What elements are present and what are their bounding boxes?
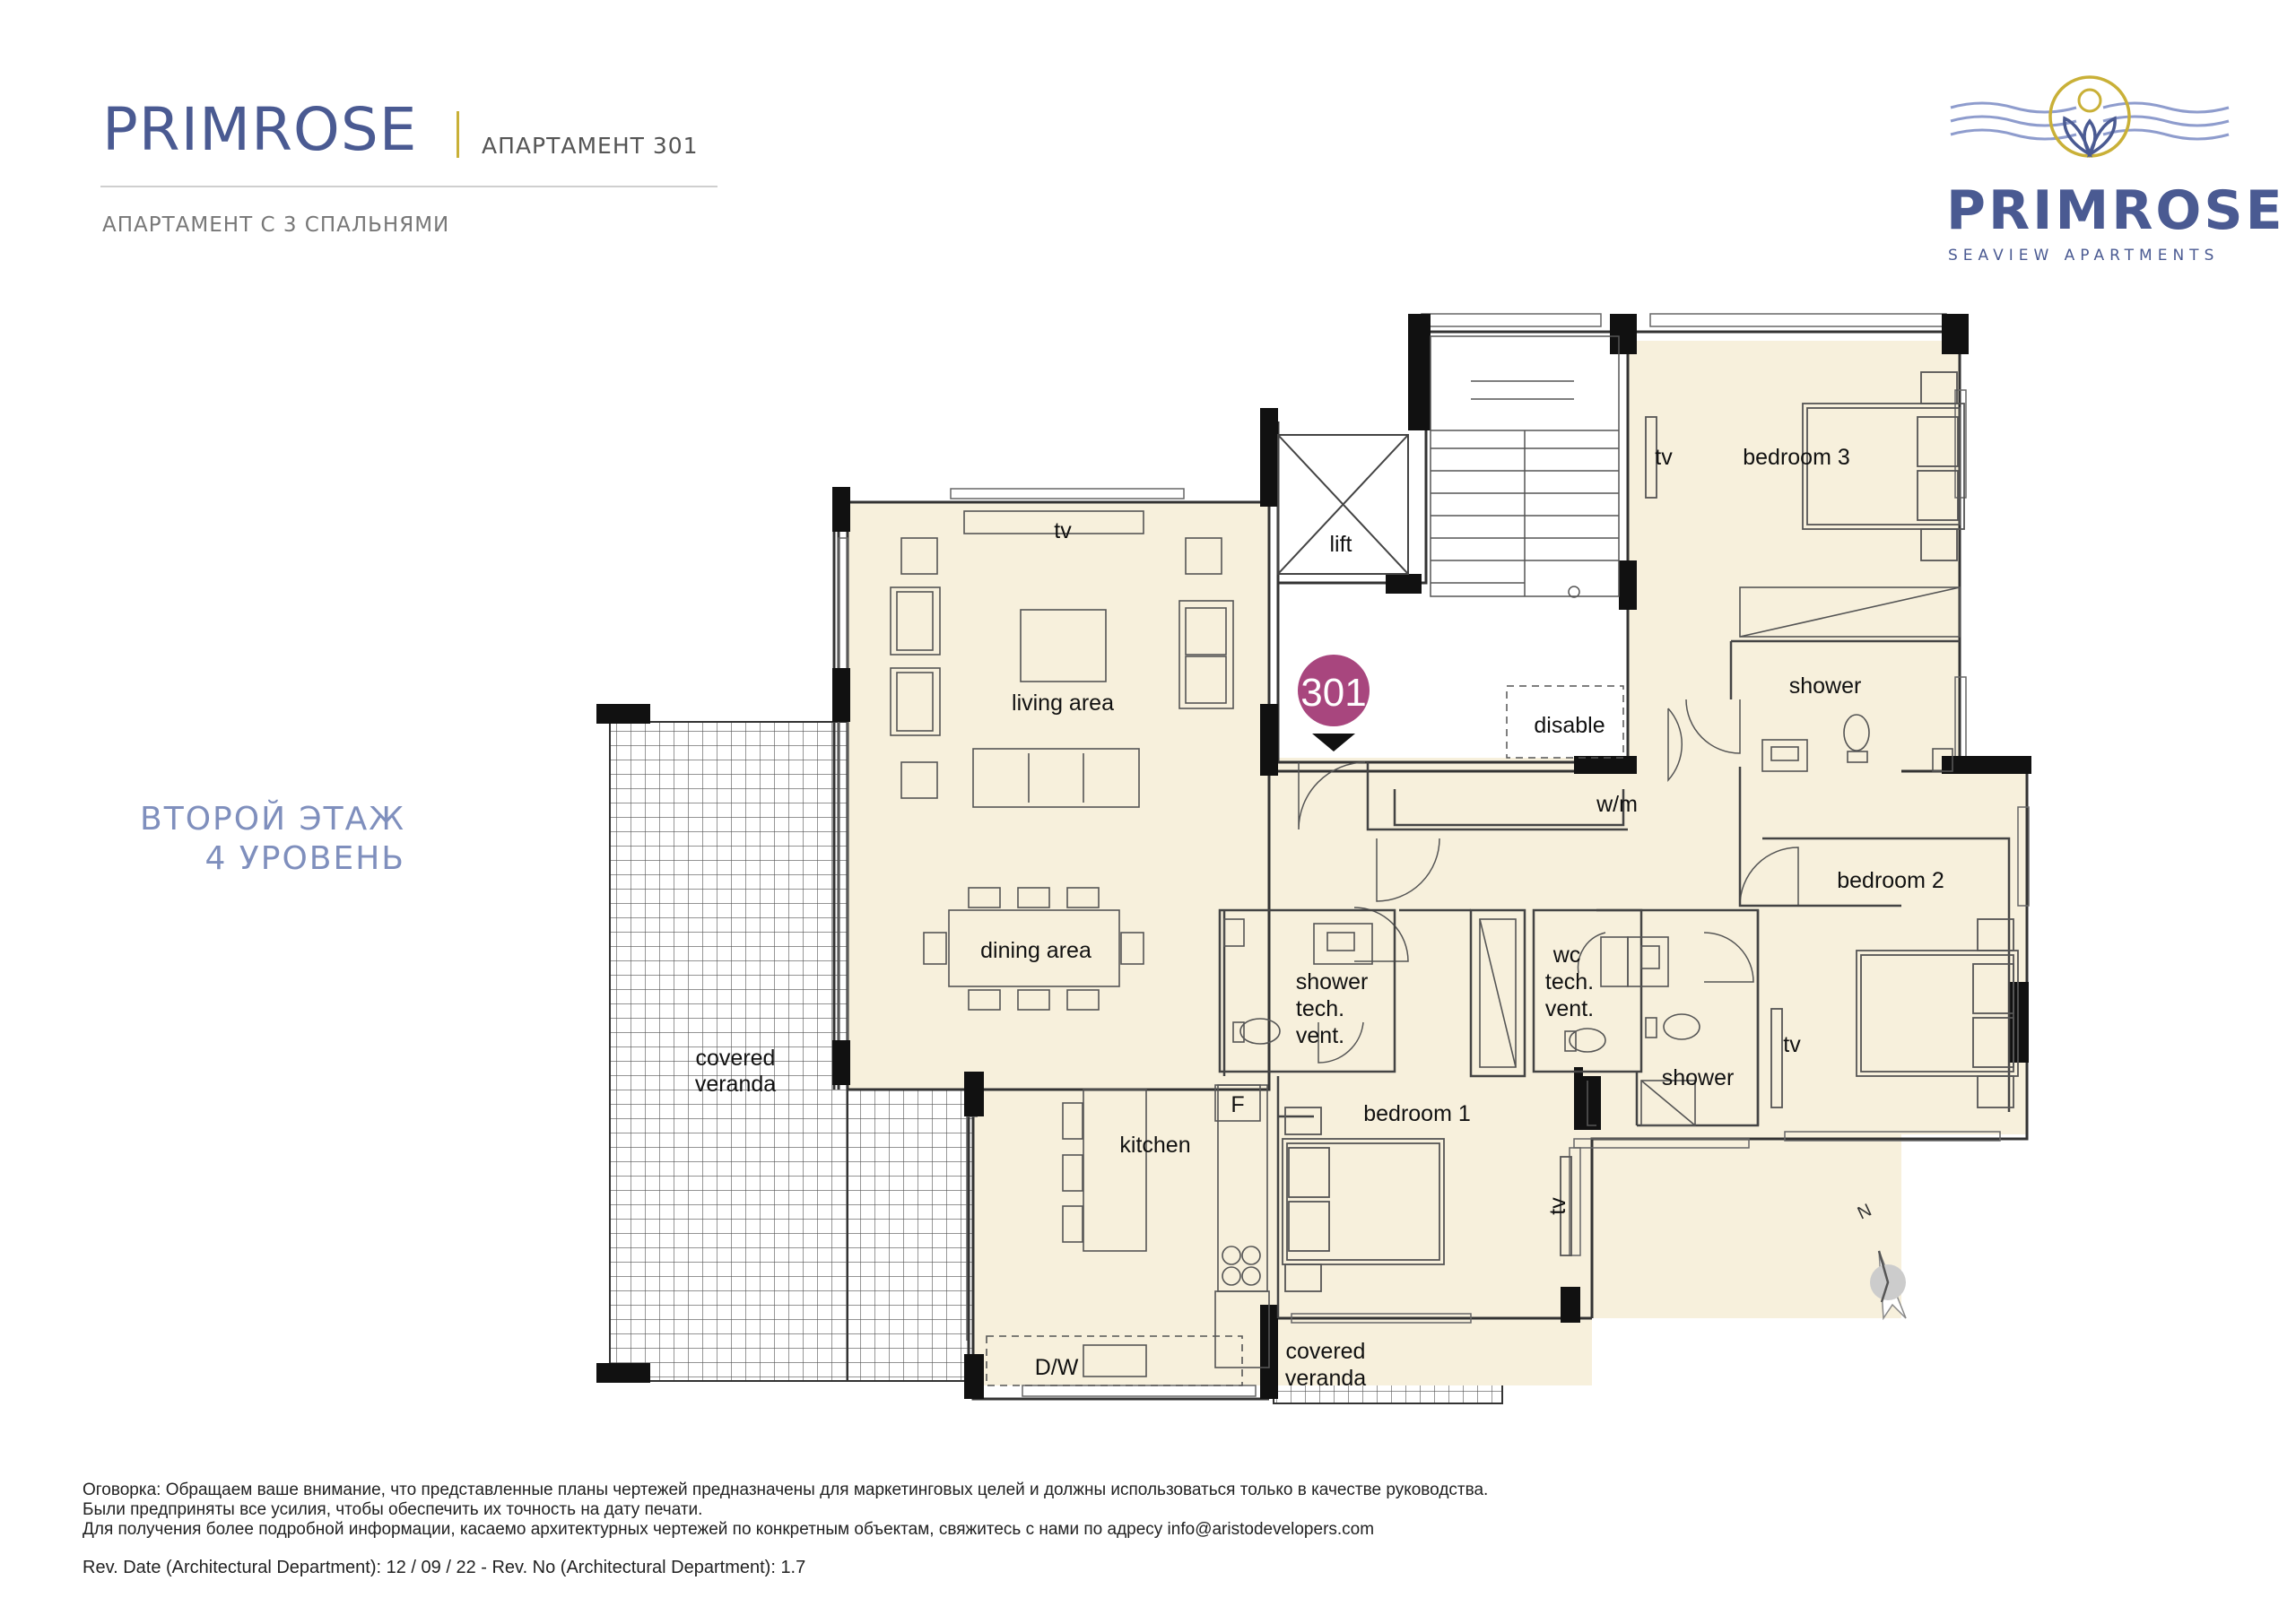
- label-wc-2: tech.: [1545, 969, 1594, 994]
- label-fridge: F: [1231, 1092, 1244, 1117]
- label-shower-bedroom-3: shower: [1789, 673, 1862, 699]
- lotus-waves-icon: [1950, 75, 2230, 158]
- label-lift: lift: [1330, 532, 1352, 557]
- label-bedroom-1: bedroom 1: [1363, 1101, 1471, 1126]
- logo-name: PRIMROSE: [1946, 179, 2285, 242]
- label-veranda-west-1: covered: [696, 1046, 776, 1071]
- label-tv-bedroom-1: tv: [1545, 1197, 1570, 1215]
- label-dishwasher: D/W: [1035, 1355, 1079, 1380]
- label-shower-bedroom-1-3: vent.: [1296, 1023, 1344, 1048]
- label-veranda-west-2: veranda: [695, 1072, 776, 1097]
- floor-label: ВТОРОЙ ЭТАЖ: [140, 801, 405, 838]
- west-veranda-tiles-lower: [847, 1089, 974, 1382]
- label-living-area: living area: [1012, 690, 1114, 716]
- logo-tagline: SEAVIEW APARTMENTS: [1948, 247, 2220, 265]
- west-veranda-tiles: [609, 721, 848, 1382]
- label-disable: disable: [1534, 713, 1605, 738]
- label-bedroom-3: bedroom 3: [1743, 445, 1850, 470]
- disclaimer-line-3: Для получения более подробной информации…: [83, 1520, 1375, 1539]
- apartment-number: АПАРТАМЕНТ 301: [482, 133, 699, 159]
- label-wc-1: wc: [1552, 942, 1581, 968]
- label-shower-bedroom-1-1: shower: [1296, 969, 1369, 994]
- apartment-type: АПАРТАМЕНТ С 3 СПАЛЬНЯМИ: [102, 213, 450, 237]
- title-divider: [457, 111, 459, 158]
- disclaimer-line-1: Оговорка: Обращаем ваше внимание, что пр…: [83, 1481, 1489, 1499]
- label-wc-3: vent.: [1545, 996, 1594, 1021]
- label-bedroom-2: bedroom 2: [1837, 868, 1944, 893]
- unit-badge-number: 301: [1300, 671, 1366, 715]
- revision-info: Rev. Date (Architectural Department): 12…: [83, 1558, 806, 1577]
- apartment-floor: [848, 341, 2027, 1385]
- level-label: 4 УРОВЕНЬ: [204, 840, 405, 877]
- label-tv-living: tv: [1054, 518, 1072, 543]
- label-tv-bedroom-2: tv: [1783, 1032, 1801, 1057]
- compass-icon: N: [1855, 1200, 1907, 1321]
- label-tv-bedroom-3: tv: [1655, 445, 1673, 470]
- label-shower-bedroom-1-2: tech.: [1296, 996, 1344, 1021]
- label-shower-bedroom-2: shower: [1662, 1065, 1735, 1090]
- label-washing-machine: w/m: [1596, 792, 1638, 817]
- stairs: [1430, 335, 1620, 598]
- disable-zone: [1506, 685, 1624, 759]
- lift: [1277, 434, 1409, 575]
- label-dining-area: dining area: [980, 938, 1091, 963]
- disclaimer-line-2: Были предприняты все усилия, чтобы обесп…: [83, 1500, 703, 1519]
- unit-badge: 301: [1298, 655, 1370, 751]
- label-kitchen: kitchen: [1119, 1133, 1190, 1158]
- label-veranda-south-1: covered: [1286, 1339, 1366, 1364]
- page-title: PRIMROSE: [102, 95, 418, 164]
- label-veranda-south-2: veranda: [1285, 1366, 1366, 1391]
- header-rule: [100, 186, 718, 187]
